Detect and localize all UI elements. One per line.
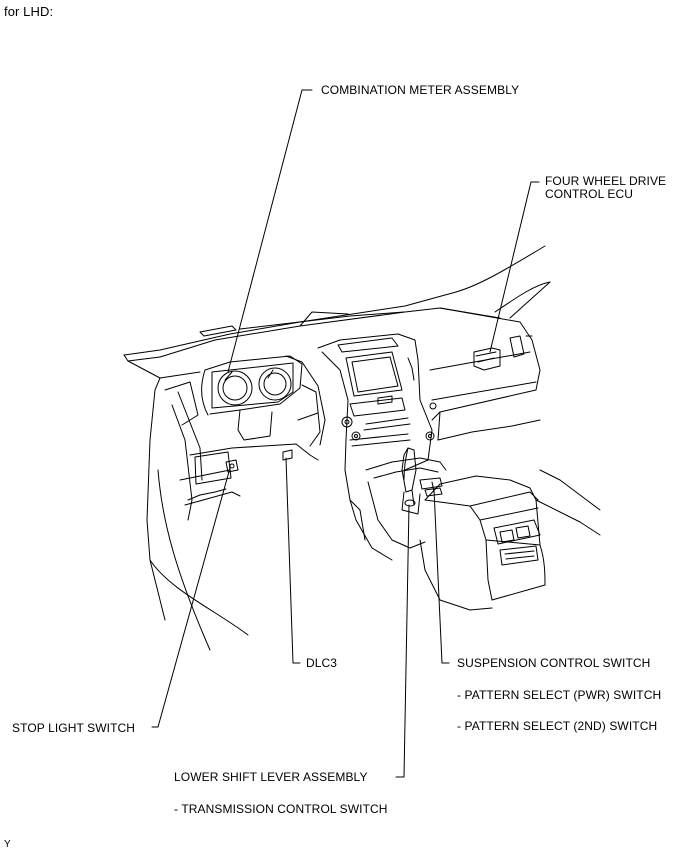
label-four-wheel-drive-line1: FOUR WHEEL DRIVE: [545, 174, 667, 188]
label-four-wheel-drive-line2: CONTROL ECU: [545, 187, 633, 201]
figure-code: Y: [4, 839, 11, 850]
label-pattern-select-pwr: - PATTERN SELECT (PWR) SWITCH: [457, 688, 662, 702]
label-stop-light-switch: STOP LIGHT SWITCH: [12, 721, 136, 735]
label-dlc3: DLC3: [306, 656, 338, 670]
label-lower-shift-lever: LOWER SHIFT LEVER ASSEMBLY: [174, 770, 368, 784]
label-suspension-control-switch: SUSPENSION CONTROL SWITCH: [457, 656, 651, 670]
label-transmission-control-switch: - TRANSMISSION CONTROL SWITCH: [174, 802, 388, 816]
label-pattern-select-2nd: - PATTERN SELECT (2ND) SWITCH: [457, 719, 658, 733]
page-title: for LHD:: [4, 4, 54, 19]
label-combination-meter: COMBINATION METER ASSEMBLY: [321, 83, 520, 97]
